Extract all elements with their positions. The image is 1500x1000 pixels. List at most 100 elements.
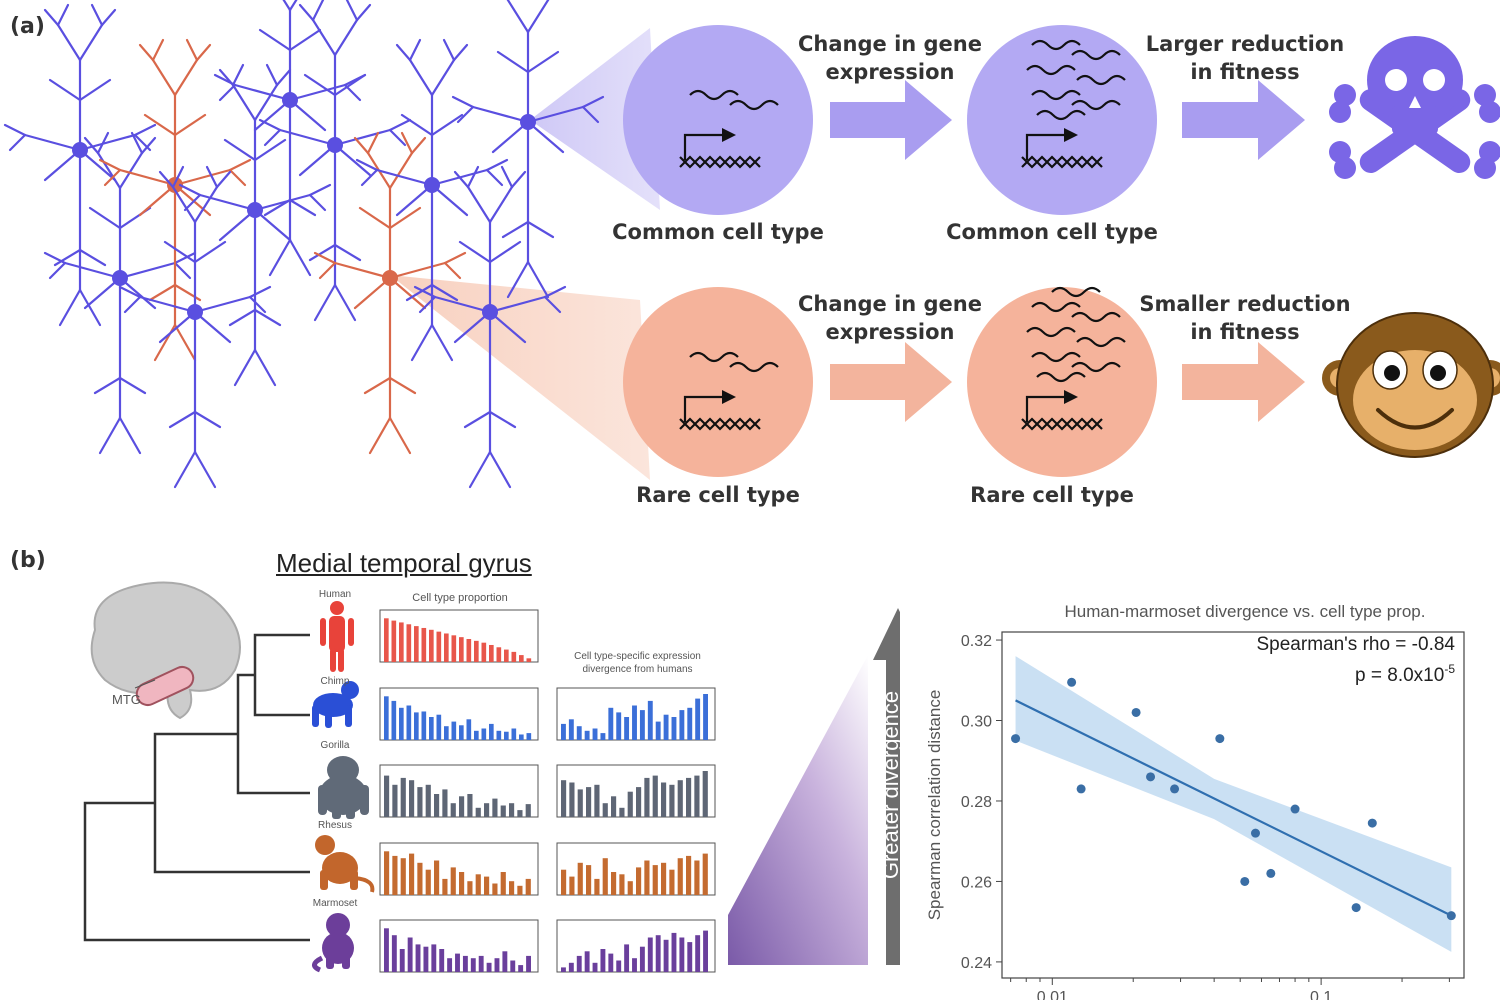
divergence-bar <box>702 853 708 895</box>
proportion-bar <box>384 775 390 817</box>
proportion-bar <box>459 872 465 895</box>
proportion-bar <box>451 721 457 740</box>
divergence-bar <box>577 789 583 817</box>
common-cell-label-1: Common cell type <box>612 220 824 244</box>
divergence-bar <box>619 807 625 817</box>
proportion-bar <box>409 780 415 817</box>
proportion-bar <box>518 965 524 972</box>
proportion-bar <box>436 714 442 740</box>
proportion-bar <box>511 728 517 740</box>
proportion-bar <box>399 622 404 662</box>
proportion-bar <box>504 731 509 740</box>
scatter-point <box>1170 784 1180 794</box>
species-label-rhesus: Rhesus <box>318 820 352 831</box>
divergence-bar <box>561 869 567 895</box>
rare-cell-label-2: Rare cell type <box>970 483 1134 507</box>
divergence-bar <box>652 865 658 895</box>
proportion-bar <box>478 955 484 972</box>
panel-b-label: (b) <box>10 548 46 573</box>
divergence-bar <box>655 721 661 740</box>
skull-crossbones-icon <box>1329 36 1500 179</box>
divergence-bar <box>686 855 692 895</box>
neuron <box>355 38 509 362</box>
proportion-bar <box>496 730 502 740</box>
divergence-bar <box>636 787 642 817</box>
common-cell-label-2: Common cell type <box>946 220 1158 244</box>
proportion-bar <box>484 876 490 895</box>
divergence-bar <box>639 710 645 740</box>
proportion-bar <box>459 725 464 740</box>
y-tick-label: 0.32 <box>961 633 992 650</box>
proportion-bar <box>444 633 449 662</box>
divergence-bar <box>663 714 669 740</box>
divergence-bar <box>561 967 566 972</box>
proportion-bar <box>451 635 457 662</box>
scatter-point <box>1240 876 1250 886</box>
proportion-bar <box>500 805 506 817</box>
human-silhouette-icon <box>320 601 354 672</box>
divergence-bar <box>644 860 650 895</box>
proportion-bar <box>496 647 502 662</box>
brain-icon <box>90 581 241 720</box>
proportion-bar <box>406 624 412 662</box>
proportion-bar <box>391 620 397 662</box>
divergence-bar <box>702 771 708 817</box>
chimp-silhouette-icon <box>312 681 359 728</box>
species-label-marmoset: Marmoset <box>312 898 358 909</box>
common-cell-circle-1 <box>623 25 813 215</box>
proportion-bar <box>392 784 398 817</box>
proportion-bar <box>442 878 448 895</box>
divergence-bar <box>686 777 692 817</box>
proportion-bar <box>455 953 460 972</box>
proportion-bar <box>494 958 500 972</box>
proportion-bar <box>406 705 412 740</box>
panel-a-label: (a) <box>10 14 45 39</box>
divergence-bar <box>669 869 675 895</box>
y-tick-label: 0.26 <box>961 874 992 891</box>
divergence-bar <box>592 962 598 972</box>
x-tick-label: 0.1 <box>1310 989 1332 1000</box>
divergence-bar <box>647 700 653 740</box>
neuron-cluster <box>3 0 605 489</box>
divergence-bar <box>569 782 575 817</box>
proportion-bar <box>384 928 389 972</box>
divergence-bar <box>694 860 700 895</box>
proportion-bar <box>459 796 465 817</box>
proportion-bar <box>415 944 421 972</box>
proportion-bar <box>475 807 481 817</box>
divergence-bar <box>600 733 606 740</box>
divergence-bar <box>576 955 582 972</box>
divergence-bar <box>594 784 600 817</box>
proportion-bar <box>434 860 440 895</box>
neuron <box>313 131 467 455</box>
neuron <box>178 63 332 387</box>
proportion-bar <box>431 944 437 972</box>
proportion-bar <box>459 637 464 662</box>
divergence-bar <box>703 930 708 972</box>
divergence-bar <box>602 858 608 895</box>
scatter-chart: Human-marmoset divergence vs. cell type … <box>925 602 1465 1000</box>
proportion-bar <box>400 777 406 817</box>
proportion-bar <box>447 958 453 972</box>
proportion-bar <box>434 794 440 817</box>
scatter-point <box>1011 734 1021 744</box>
proportion-bar <box>466 719 472 740</box>
neuron <box>118 165 272 489</box>
divergence-bar <box>661 782 667 817</box>
y-tick-label: 0.24 <box>961 955 992 972</box>
neuron <box>451 0 605 299</box>
species-label-gorilla: Gorilla <box>320 740 350 751</box>
rare-zoom-cone <box>390 275 650 480</box>
scatter-point <box>1446 911 1456 921</box>
proportion-bar <box>474 730 479 740</box>
divergence-header: Cell type-specific expression divergence… <box>574 651 701 675</box>
proportion-bar <box>481 728 487 740</box>
proportion-bar <box>470 958 476 972</box>
divergence-bar <box>677 858 683 895</box>
divergence-bar <box>616 960 622 972</box>
divergence-bar <box>636 867 642 895</box>
proportion-bar <box>504 649 509 662</box>
proportion-bar <box>466 639 472 662</box>
common-change-label: Change in gene expression <box>798 32 982 84</box>
